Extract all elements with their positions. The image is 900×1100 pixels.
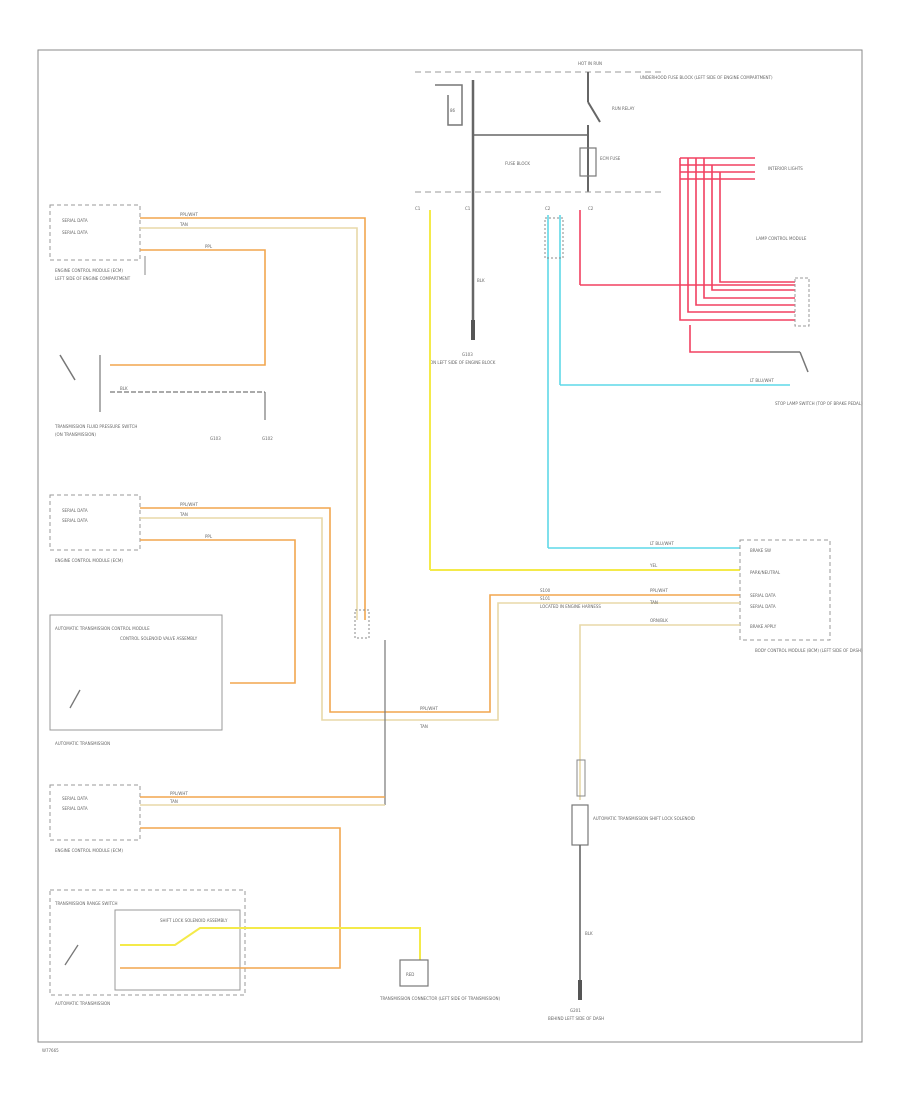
ground-right-label: G201 (570, 1008, 581, 1013)
ground-right-desc: BEHIND LEFT SIDE OF DASH (548, 1016, 604, 1021)
svg-text:C2: C2 (588, 206, 594, 211)
transmission-range-switch: TRANSMISSION RANGE SWITCH SHIFT LOCK SOL… (49, 889, 500, 1006)
svg-text:SERIAL DATA: SERIAL DATA (750, 604, 776, 609)
brake-switch-label: STOP LAMP SWITCH (TOP OF BRAKE PEDAL) (775, 401, 863, 406)
svg-text:BRAKE APPLY: BRAKE APPLY (750, 624, 777, 629)
splice-label-b: S101 (540, 596, 551, 601)
svg-text:G103: G103 (210, 436, 221, 441)
svg-text:SERIAL DATA: SERIAL DATA (62, 508, 88, 513)
svg-text:BLK: BLK (477, 278, 485, 283)
svg-text:PPL: PPL (205, 244, 213, 249)
svg-text:SERIAL DATA: SERIAL DATA (750, 593, 776, 598)
shift-lock-assy-label: SHIFT LOCK SOLENOID ASSEMBLY (160, 918, 228, 923)
svg-text:PPL/WHT: PPL/WHT (180, 212, 198, 217)
svg-text:BLK: BLK (585, 931, 593, 936)
svg-text:PPL/WHT: PPL/WHT (180, 502, 198, 507)
shift-lock-wire: ORN/BLK AUTOMATIC TRANSMISSION SHIFT LOC… (548, 618, 740, 1021)
svg-text:C1: C1 (465, 206, 471, 211)
svg-text:PARK/NEUTRAL: PARK/NEUTRAL (750, 570, 781, 575)
range-switch-label: TRANSMISSION RANGE SWITCH (54, 901, 118, 906)
control-solenoid-label: CONTROL SOLENOID VALVE ASSEMBLY (120, 636, 198, 641)
svg-text:SERIAL DATA: SERIAL DATA (62, 230, 88, 235)
splice-note: LOCATED IN ENGINE HARNESS (540, 604, 601, 609)
stop-lamp-switch: STOP LAMP SWITCH (TOP OF BRAKE PEDAL) (770, 351, 863, 406)
svg-text:G102: G102 (262, 436, 273, 441)
ecm-fuse-label: ECM FUSE (600, 156, 621, 161)
svg-text:C2: C2 (545, 206, 551, 211)
footer-code: W77665 (42, 1048, 59, 1053)
body-control-module: BRAKE SW PARK/NEUTRAL SERIAL DATA SERIAL… (739, 539, 863, 653)
svg-text:ORN/BLK: ORN/BLK (650, 618, 668, 623)
svg-text:TAN: TAN (179, 512, 188, 517)
ecm-bottom-label: ENGINE CONTROL MODULE (ECM) (55, 848, 123, 853)
svg-text:SERIAL DATA: SERIAL DATA (62, 796, 88, 801)
svg-text:PPL/WHT: PPL/WHT (170, 791, 188, 796)
svg-text:TAN: TAN (179, 222, 188, 227)
atcm-label: AUTOMATIC TRANSMISSION CONTROL MODULE (55, 626, 150, 631)
run-relay-label: RUN RELAY (612, 106, 635, 111)
svg-text:TAN: TAN (169, 799, 178, 804)
fuse-block-center-label: FUSE BLOCK (505, 161, 530, 166)
svg-text:PPL: PPL (205, 534, 213, 539)
auto-trans-bottom-label: AUTOMATIC TRANSMISSION (55, 1001, 110, 1006)
center-splice (354, 609, 386, 805)
ecm-top-label: ENGINE CONTROL MODULE (ECM) (55, 268, 123, 273)
svg-text:LT BLU/WHT: LT BLU/WHT (650, 541, 674, 546)
cyan-wire: LT BLU/WHT LT BLU/WHT (544, 215, 790, 549)
ground-g103: BLK G103 ON LEFT SIDE OF ENGINE BLOCK (430, 215, 496, 365)
svg-text:PPL/WHT: PPL/WHT (650, 588, 668, 593)
fuse-block-label: UNDERHOOD FUSE BLOCK (LEFT SIDE OF ENGIN… (640, 75, 773, 80)
ecm-bottom: SERIAL DATA SERIAL DATA ENGINE CONTROL M… (49, 784, 385, 969)
ecm-middle: SERIAL DATA SERIAL DATA ENGINE CONTROL M… (49, 494, 450, 721)
svg-text:YEL: YEL (649, 563, 658, 568)
bcm-label: BODY CONTROL MODULE (BCM) (LEFT SIDE OF … (755, 648, 863, 653)
ground-left-desc: ON LEFT SIDE OF ENGINE BLOCK (430, 360, 496, 365)
svg-text:LT BLU/WHT: LT BLU/WHT (750, 378, 774, 383)
auto-trans-module: AUTOMATIC TRANSMISSION CONTROL MODULE CO… (49, 614, 223, 746)
svg-text:TAN: TAN (649, 600, 658, 605)
ecm-top-desc: LEFT SIDE OF ENGINE COMPARTMENT (55, 276, 131, 281)
svg-text:C1: C1 (415, 206, 421, 211)
svg-text:SERIAL DATA: SERIAL DATA (62, 806, 88, 811)
pressure-switch: BLK TRANSMISSION FLUID PRESSURE SWITCH (… (54, 354, 273, 441)
diagram-frame (37, 49, 863, 1043)
svg-text:86: 86 (450, 108, 456, 113)
red-wire-bundle: INTERIOR LIGHTS LAMP CONTROL MODULE (579, 157, 810, 353)
shift-lock-solenoid-label: AUTOMATIC TRANSMISSION SHIFT LOCK SOLENO… (593, 816, 695, 821)
svg-text:PPL/WHT: PPL/WHT (420, 706, 438, 711)
ecm-top: SERIAL DATA SERIAL DATA ENGINE CONTROL M… (49, 204, 366, 620)
svg-text:BRAKE SW: BRAKE SW (750, 548, 771, 553)
trans-connector-label: TRANSMISSION CONNECTOR (LEFT SIDE OF TRA… (379, 996, 500, 1001)
svg-text:BLK: BLK (120, 386, 128, 391)
yellow-wire: YEL (429, 210, 740, 571)
serial-data-right: S100 S101 LOCATED IN ENGINE HARNESS PPL/… (419, 588, 740, 729)
auto-trans-label: AUTOMATIC TRANSMISSION (55, 741, 110, 746)
power-section: HOT IN RUN UNDERHOOD FUSE BLOCK (LEFT SI… (415, 61, 773, 215)
svg-text:RED: RED (406, 972, 414, 977)
interior-lights-label: INTERIOR LIGHTS (768, 166, 803, 171)
svg-text:SERIAL DATA: SERIAL DATA (62, 518, 88, 523)
lamp-control-label: LAMP CONTROL MODULE (756, 236, 807, 241)
ecm-mid-label: ENGINE CONTROL MODULE (ECM) (55, 558, 123, 563)
svg-text:SERIAL DATA: SERIAL DATA (62, 218, 88, 223)
ground-left-label: G103 (462, 352, 473, 357)
svg-text:TAN: TAN (419, 724, 428, 729)
pressure-switch-label: TRANSMISSION FLUID PRESSURE SWITCH (54, 424, 137, 429)
pressure-switch-desc: (ON TRANSMISSION) (55, 432, 96, 437)
hot-run-label: HOT IN RUN (578, 61, 602, 66)
splice-label-a: S100 (540, 588, 551, 593)
